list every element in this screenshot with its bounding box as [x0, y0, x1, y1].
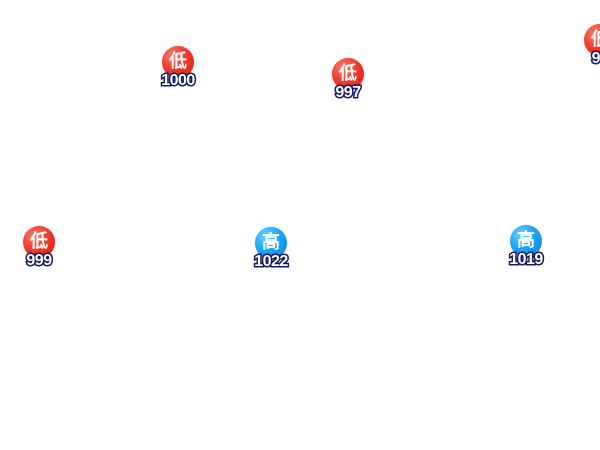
pressure-marker-low[interactable]: 低 997	[318, 58, 378, 108]
pressure-value: 997	[334, 83, 363, 103]
pressure-value: 1000	[160, 71, 197, 91]
high-pressure-icon: 高	[510, 225, 542, 257]
pressure-value: 1022	[253, 252, 290, 272]
pressure-value: 1019	[508, 250, 545, 270]
pressure-marker-low[interactable]: 低 98	[570, 24, 600, 74]
low-pressure-icon: 低	[23, 226, 55, 258]
pressure-marker-low[interactable]: 低 1000	[148, 46, 208, 96]
pressure-marker-high[interactable]: 高 1019	[496, 225, 556, 275]
low-pressure-icon: 低	[162, 46, 194, 78]
low-pressure-icon: 低	[332, 58, 364, 90]
pressure-value: 999	[25, 251, 54, 271]
pressure-value: 98	[590, 49, 600, 69]
low-pressure-icon: 低	[584, 24, 600, 56]
pressure-marker-low[interactable]: 低 999	[9, 226, 69, 276]
pressure-marker-high[interactable]: 高 1022	[241, 227, 301, 277]
high-pressure-icon: 高	[255, 227, 287, 259]
